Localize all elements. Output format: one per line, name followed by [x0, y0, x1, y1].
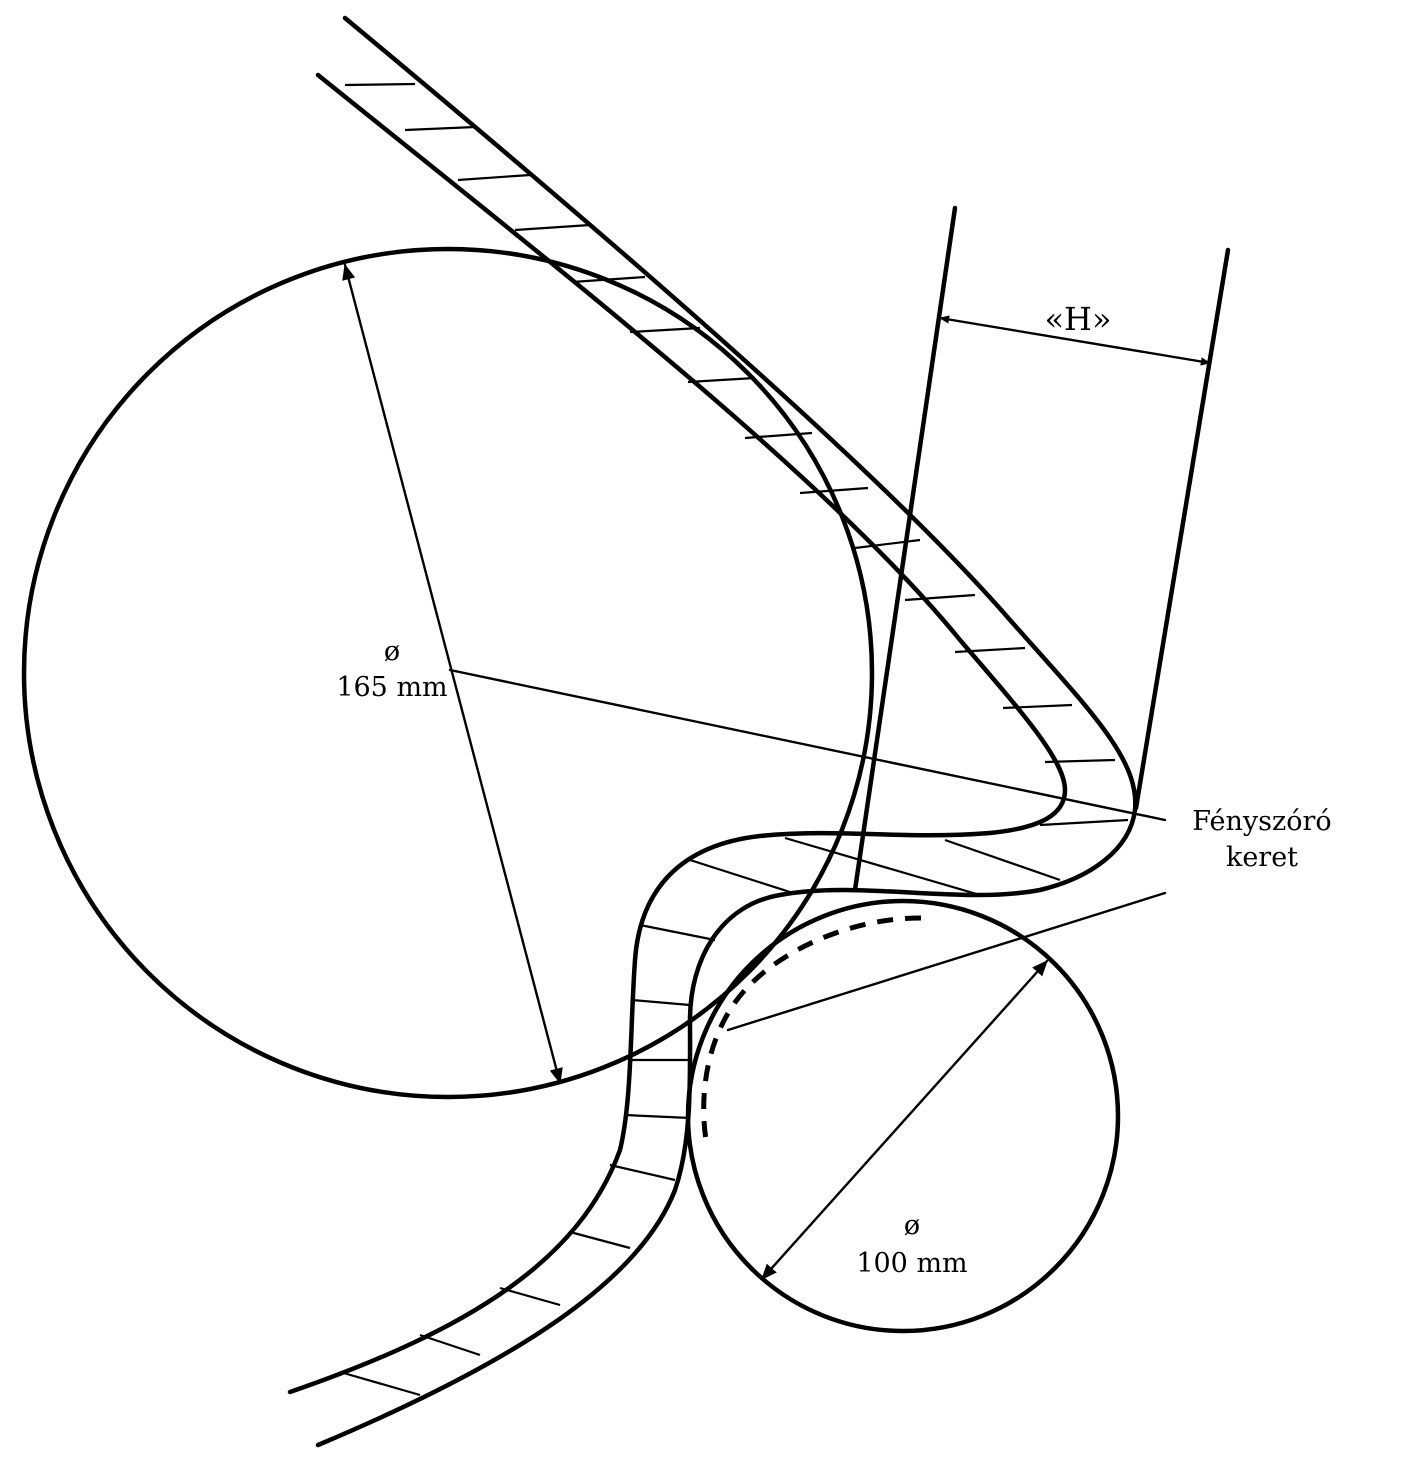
dimension-h-label: «H»	[1044, 300, 1111, 338]
panel-inner-edge	[287, 72, 1068, 1395]
small-diameter-arrow	[760, 959, 1049, 1281]
h-reference-line-right	[1133, 247, 1231, 811]
large-diameter-value: 165 mm	[336, 672, 447, 703]
large-diameter-arrow	[342, 263, 563, 1085]
contact-arc-dashed	[701, 915, 922, 1141]
large-diameter-symbol: ø	[384, 636, 400, 667]
panel-outer-edge	[315, 15, 1138, 1448]
small-diameter-symbol: ø	[904, 1210, 920, 1241]
headlamp-leader-line	[448, 668, 1167, 822]
headlamp-label-line2: keret	[1226, 842, 1298, 873]
large-sphere-outline	[21, 246, 875, 1100]
headlamp-label-line1: Fényszóró	[1192, 806, 1331, 837]
h-dimension-arrow	[938, 315, 1212, 366]
small-diameter-value: 100 mm	[856, 1248, 967, 1279]
small-sphere-tangent-line	[726, 891, 1167, 1032]
h-reference-line-left	[852, 205, 958, 893]
panel-hatching	[339, 82, 1129, 1397]
